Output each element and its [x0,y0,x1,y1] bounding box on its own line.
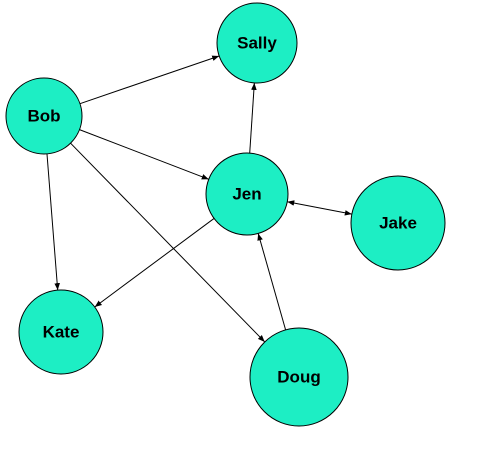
node-bob-circle [5,77,83,155]
edge-bob-sally [79,55,220,105]
node-kate-circle [18,289,104,375]
edge-doug-jen [257,233,287,331]
edge-bob-doug [70,142,266,343]
node-doug-label: Doug [277,368,320,387]
node-bob-label: Bob [27,107,60,126]
edge-jen-sally [249,82,257,154]
edge-bob-kate [46,153,60,291]
node-jen[interactable]: Jen [205,152,289,236]
node-kate[interactable]: Kate [18,289,104,375]
node-sally[interactable]: Sally [216,2,298,84]
node-doug[interactable]: Doug [249,327,349,427]
nodes-layer: Bob Sally Jen Jake Kate Doug [5,2,446,427]
node-sally-circle [216,2,298,84]
node-jake-label: Jake [379,214,417,233]
node-doug-circle [249,327,349,427]
node-jen-circle [205,152,289,236]
edge-jen-jake [287,200,352,216]
node-jake-circle [350,175,446,271]
node-sally-label: Sally [237,34,277,53]
edges-layer [46,55,352,343]
edge-jen-kate [94,218,215,308]
node-jake[interactable]: Jake [350,175,446,271]
node-bob[interactable]: Bob [5,77,83,155]
edge-bob-jen [79,129,209,180]
node-jen-label: Jen [232,185,261,204]
node-kate-label: Kate [43,323,80,342]
